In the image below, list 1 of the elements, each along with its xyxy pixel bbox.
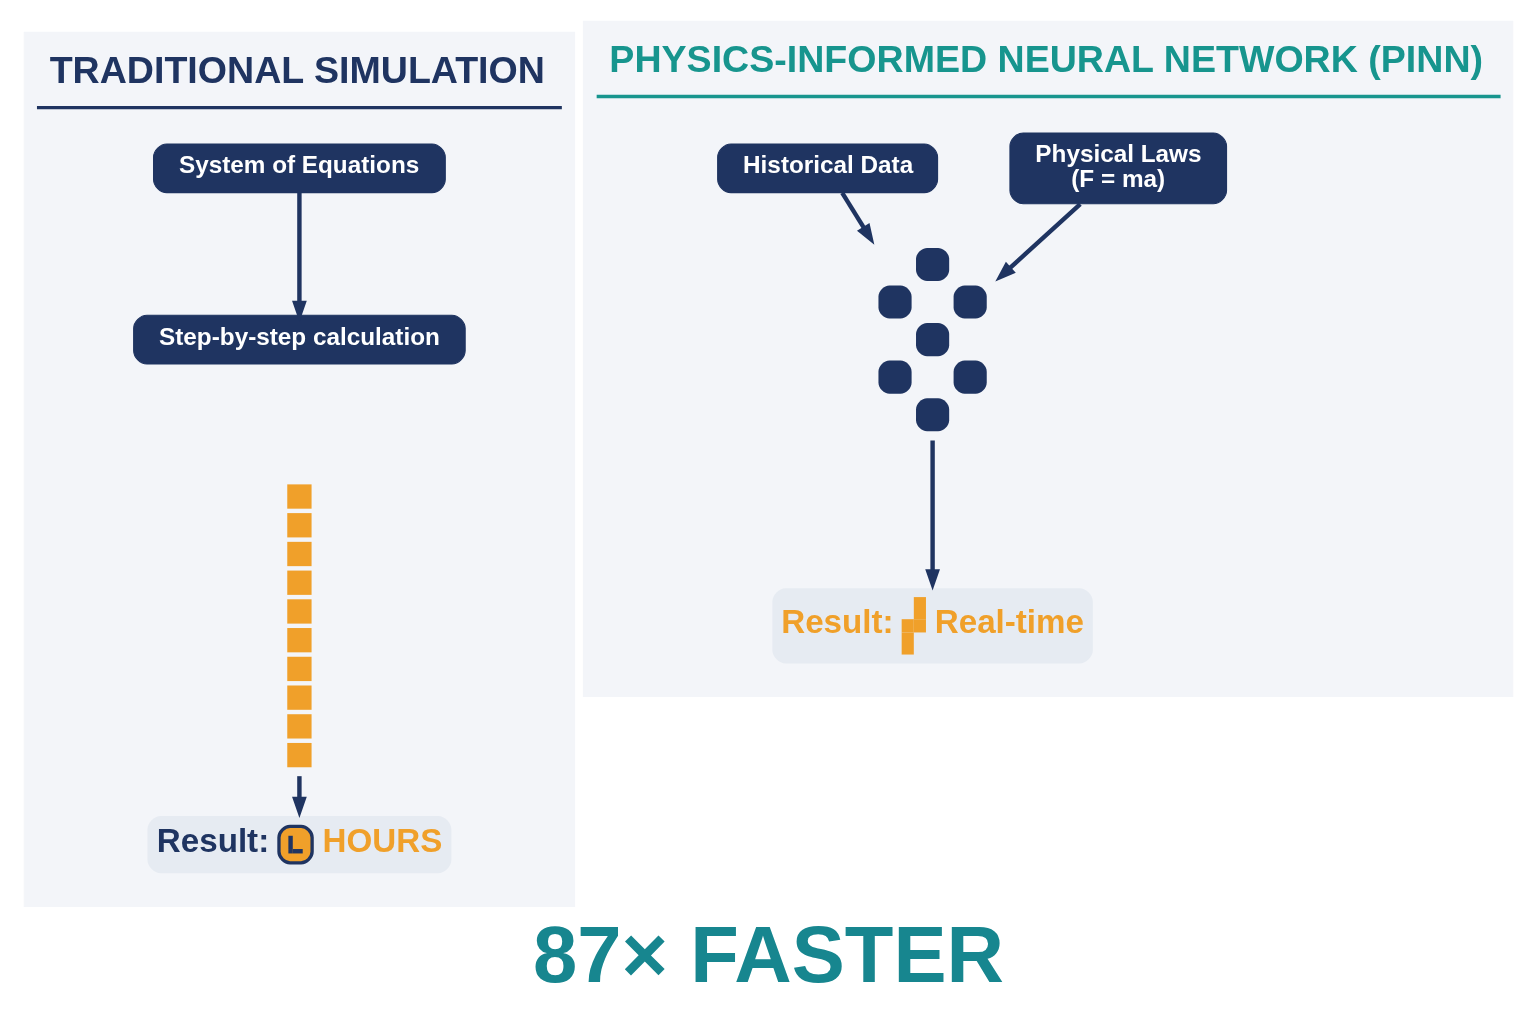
caption: 87× FASTER: [532, 910, 1004, 1000]
